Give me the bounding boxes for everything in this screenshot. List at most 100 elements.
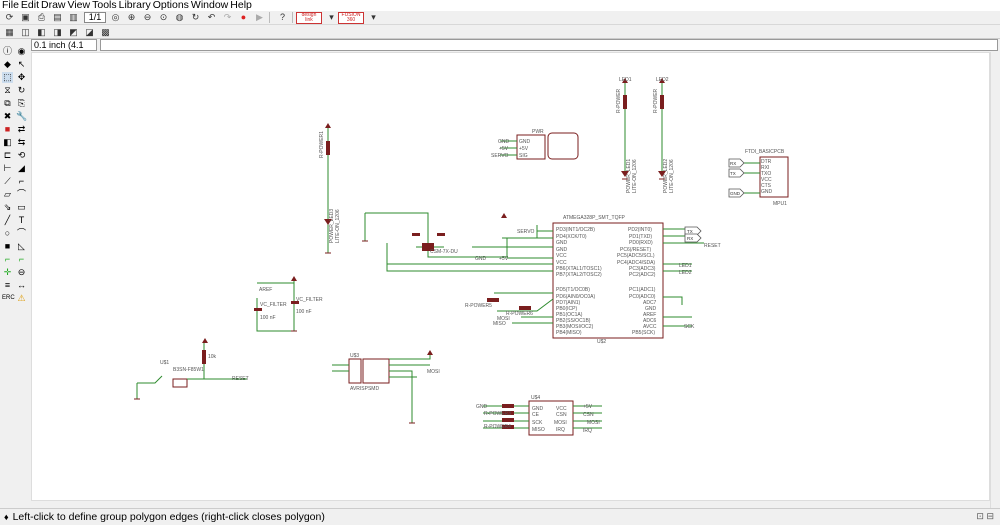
menu-file[interactable]: File: [2, 0, 19, 11]
pinswap-icon[interactable]: ⇆: [17, 137, 26, 147]
layer-icon[interactable]: ◫: [21, 26, 30, 37]
redraw-icon[interactable]: ↻: [191, 12, 200, 22]
main-toolbar: ⟳ ▣ ⎙ ▤ ▥ 1/1 ◎ ⊕ ⊖ ⊙ ◍ ↻ ↶ ↷ ● ▶ ? desi…: [0, 11, 1000, 25]
rect-icon[interactable]: ■: [4, 241, 11, 251]
wrench-icon[interactable]: 🔧: [16, 111, 28, 121]
invoke-icon[interactable]: ⊏: [3, 150, 12, 160]
display-icon[interactable]: ◆: [4, 59, 11, 69]
junction-icon[interactable]: ✛: [3, 267, 12, 277]
optimize-icon[interactable]: ⟋: [4, 176, 11, 186]
u2-pin-pd6: PD6(AIN0/OC0A): [556, 294, 596, 300]
led3-label: POWER_LED3: [329, 209, 335, 243]
ftdi-ref: MPU1: [773, 201, 787, 207]
undo-icon[interactable]: ↶: [207, 12, 216, 22]
c2-value: 100 nF: [296, 309, 312, 315]
replace-icon[interactable]: ⇄: [17, 124, 26, 134]
bus-icon[interactable]: ⌐: [18, 254, 25, 264]
delete-icon[interactable]: ✖: [3, 111, 12, 121]
stop-icon[interactable]: ●: [240, 12, 247, 22]
circle-icon[interactable]: ○: [4, 228, 11, 238]
move-icon[interactable]: ✥: [17, 72, 26, 82]
smash-icon[interactable]: ⌐: [18, 176, 25, 186]
wire-icon[interactable]: ╱: [4, 215, 11, 225]
zoom-area-icon[interactable]: ◍: [175, 12, 184, 22]
zoom-fit-icon[interactable]: ◎: [111, 12, 120, 22]
zoom-sel-icon[interactable]: ⊙: [159, 12, 168, 22]
layer2-icon[interactable]: ◧: [37, 26, 46, 37]
save-icon[interactable]: ▣: [21, 12, 30, 22]
menu-options[interactable]: Options: [152, 0, 189, 11]
design-link-dropdown-icon[interactable]: ▾: [329, 12, 334, 22]
mark-icon[interactable]: ↖: [17, 59, 26, 69]
group-icon[interactable]: ⬚: [2, 72, 13, 83]
grid-icon[interactable]: ▦: [5, 26, 14, 37]
crystal-label: CSM-7X-DU: [430, 249, 458, 255]
pwr-pin-5v: +5V: [519, 146, 529, 152]
menu-tools[interactable]: Tools: [92, 0, 117, 11]
layer3-icon[interactable]: ◨: [53, 26, 62, 37]
u2-pin-pd0: PD0(RXD): [629, 240, 653, 246]
menu-help[interactable]: Help: [230, 0, 252, 11]
u2-pin-adc7: ADC7: [643, 300, 657, 306]
schematic-canvas[interactable]: ATMEGA328P_SMT_TQFP U$2 PD3(INT1/OC2B) P…: [31, 52, 990, 508]
cam-icon[interactable]: ▤: [53, 12, 62, 22]
name-icon[interactable]: ▱: [4, 189, 11, 199]
zoom-in-icon[interactable]: ⊕: [127, 12, 136, 22]
copy-icon[interactable]: ⧉: [4, 98, 11, 108]
vertical-scrollbar[interactable]: [990, 52, 1000, 508]
label-icon[interactable]: ▭: [17, 202, 26, 212]
ftdi-tag-gnd: GND: [730, 191, 741, 196]
layer6-icon[interactable]: ▩: [101, 26, 110, 37]
command-line-input[interactable]: [100, 39, 998, 51]
layer5-icon[interactable]: ◪: [85, 26, 94, 37]
info-icon[interactable]: ⓘ: [2, 46, 12, 56]
board-icon[interactable]: ▥: [69, 12, 78, 22]
erc-check-icon[interactable]: ERC: [2, 295, 15, 301]
miter-icon[interactable]: ◢: [18, 163, 25, 173]
radio-pin-sck: SCK: [532, 420, 543, 426]
menu-library[interactable]: Library: [118, 0, 151, 11]
menu-edit[interactable]: Edit: [20, 0, 40, 11]
rotate-icon[interactable]: ↻: [17, 85, 26, 95]
value-icon[interactable]: ⌒: [16, 189, 26, 199]
atmega-symbol-body: [552, 222, 664, 339]
errors-icon[interactable]: ⚠: [17, 293, 26, 303]
u2-pin-pc4: PC4(ADC4/SDA): [617, 260, 655, 266]
change-icon[interactable]: ⟲: [17, 150, 26, 160]
split-icon[interactable]: ⊢: [3, 163, 12, 173]
led3-resistor: [326, 141, 330, 155]
arc-icon[interactable]: ⌒: [16, 228, 26, 238]
design-link-button[interactable]: design link: [296, 11, 322, 24]
pwr-ref: PWR: [532, 129, 544, 135]
print-icon[interactable]: ⎙: [37, 12, 46, 22]
led2-pkg: LITE-ON_1206: [669, 159, 675, 193]
redo-icon[interactable]: ↷: [223, 12, 232, 22]
menu-view[interactable]: View: [67, 0, 91, 11]
attribute-icon[interactable]: ⇘: [3, 202, 12, 212]
mirror-icon[interactable]: ⧖: [4, 85, 11, 95]
text-icon[interactable]: T: [18, 215, 25, 225]
u2-pin-pc0: PC0(ADC0): [629, 294, 656, 300]
sheet-selector[interactable]: 1/1: [84, 12, 106, 23]
polygon-icon[interactable]: ◺: [18, 241, 25, 251]
menu-window[interactable]: Window: [190, 0, 229, 11]
show-icon[interactable]: ◉: [17, 46, 26, 56]
zoom-out-icon[interactable]: ⊖: [143, 12, 152, 22]
label-net-icon[interactable]: ⊖: [17, 267, 26, 277]
open-icon[interactable]: ⟳: [5, 12, 14, 22]
gate-icon[interactable]: ◧: [3, 137, 12, 147]
u2-pin-pd4: PD4(XCK/T0): [556, 234, 587, 240]
paste-icon[interactable]: ⎘: [17, 98, 26, 108]
fusion-dropdown-icon[interactable]: ▾: [371, 12, 376, 22]
horizontal-scrollbar[interactable]: [31, 500, 990, 508]
fusion-360-button[interactable]: FUSION 360: [338, 11, 364, 24]
net-icon[interactable]: ⌐: [4, 254, 11, 264]
go-icon[interactable]: ▶: [256, 12, 263, 22]
help-icon[interactable]: ?: [279, 12, 285, 22]
menu-draw[interactable]: Draw: [41, 0, 66, 11]
dimension-icon[interactable]: ↔: [17, 280, 26, 290]
layer4-icon[interactable]: ◩: [69, 26, 78, 37]
add-icon[interactable]: ■: [4, 124, 11, 134]
erc-icon[interactable]: ≡: [4, 280, 11, 290]
u2-pin-pc5: PC5(ADC5/SCL): [617, 253, 655, 259]
